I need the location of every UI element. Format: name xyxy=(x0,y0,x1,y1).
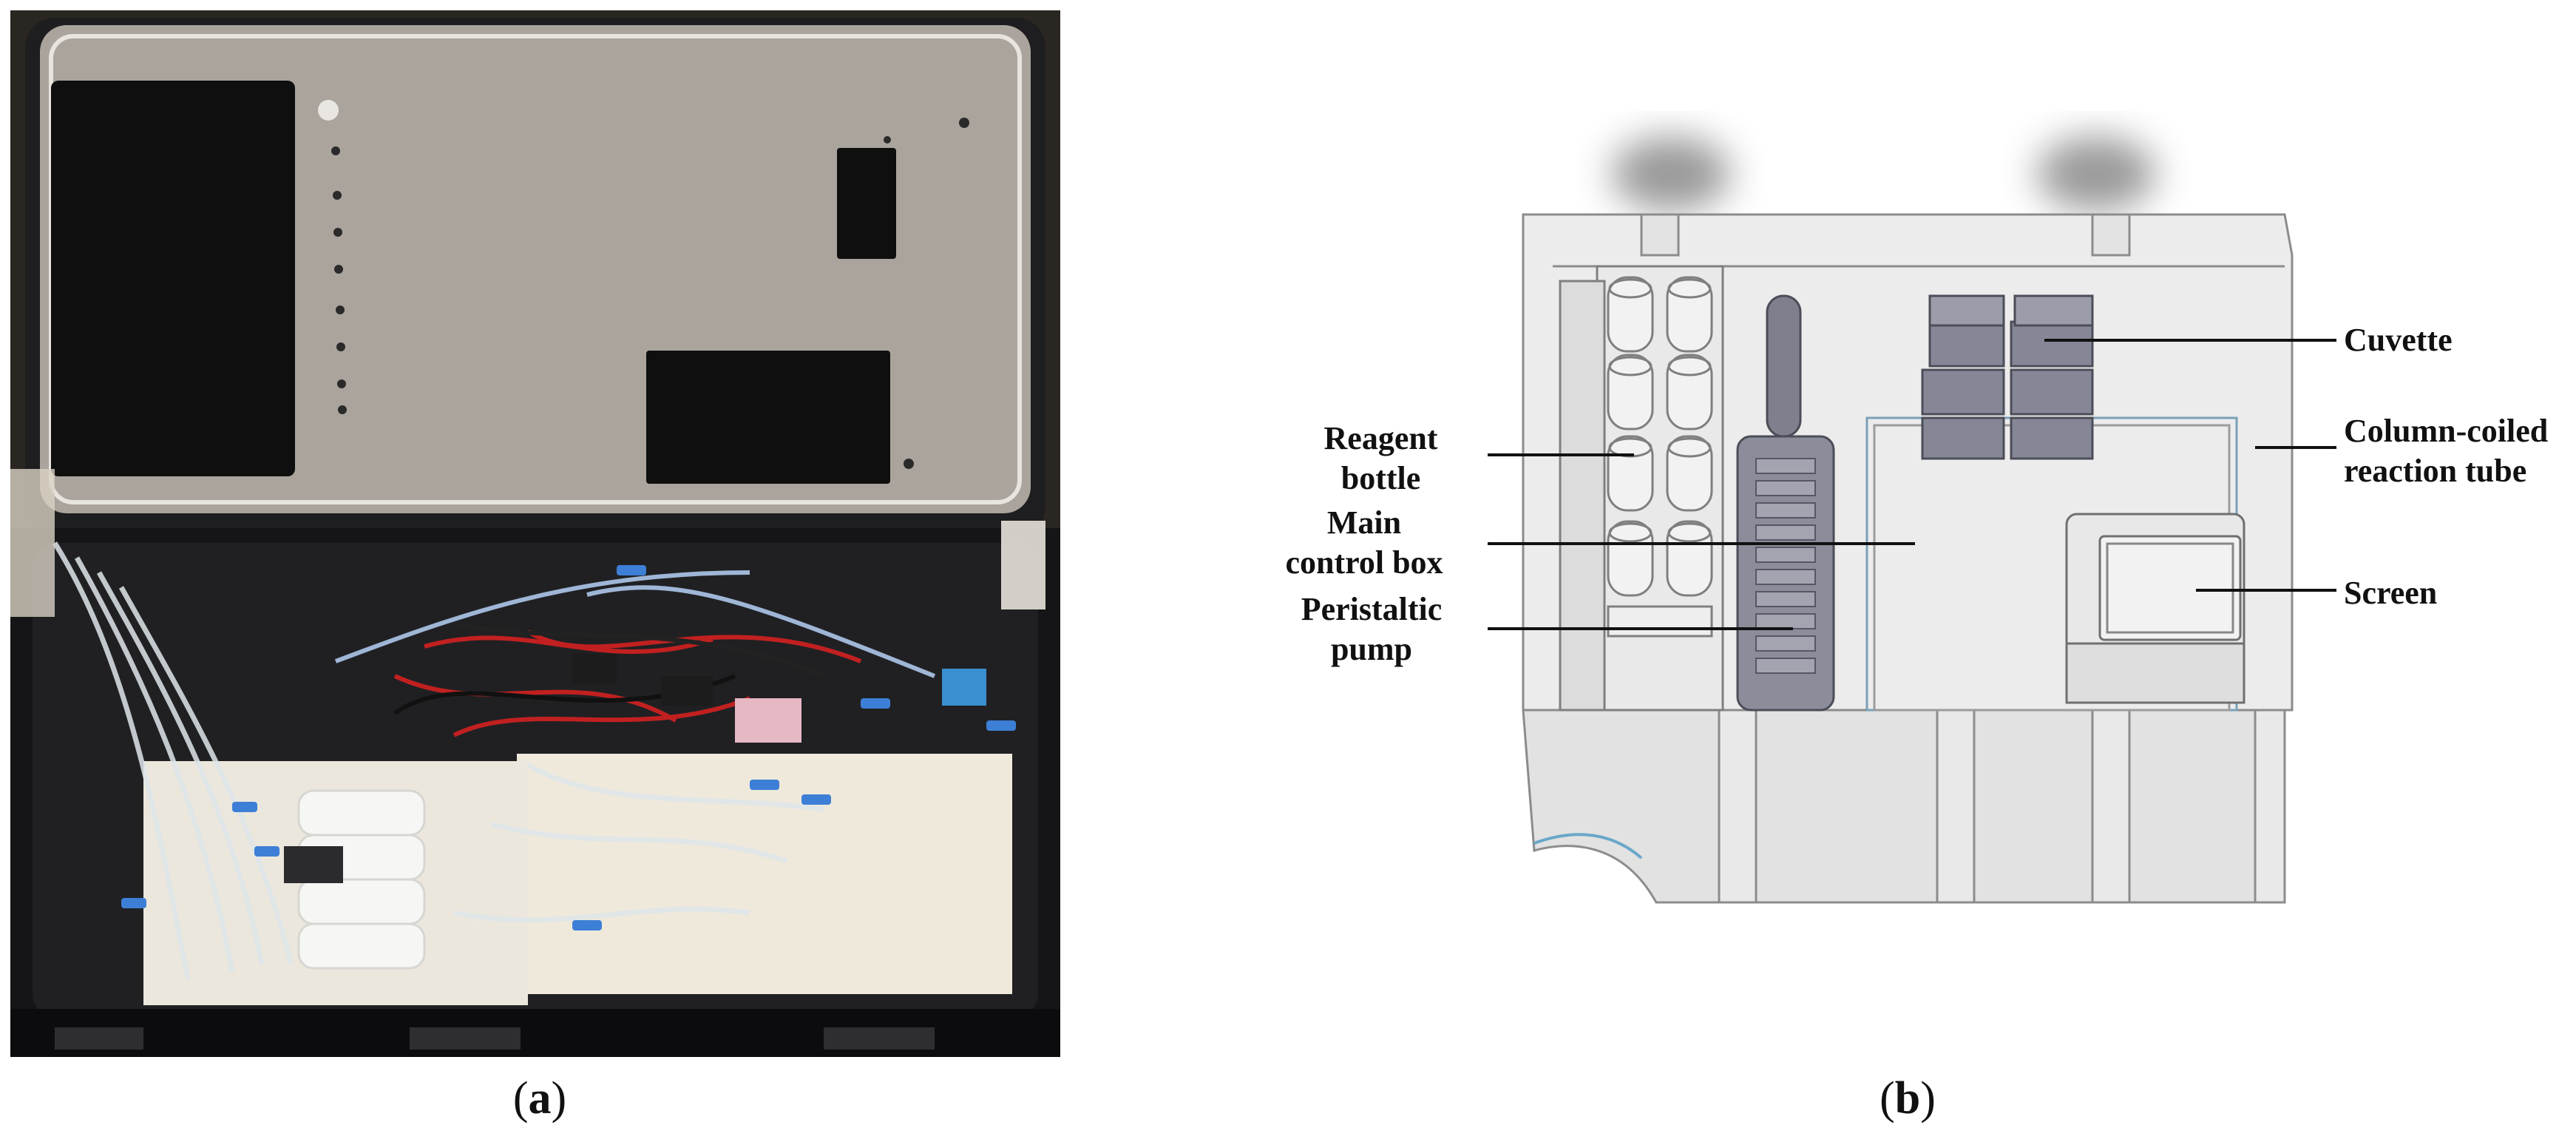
device-photo-illustration xyxy=(10,10,1060,1057)
caption-a-letter: a xyxy=(528,1073,552,1124)
label-screen-line1: Screen xyxy=(2344,575,2438,611)
wiring xyxy=(334,570,936,737)
label-main-control-box: Main control box xyxy=(1264,503,1464,583)
lid-cutout-screen xyxy=(646,351,890,484)
case-lid xyxy=(25,18,1045,536)
label-pump-line2: pump xyxy=(1330,631,1413,667)
tubing xyxy=(52,541,824,980)
label-column-line2: reaction tube xyxy=(2344,453,2527,489)
leader-lines xyxy=(1488,339,2336,630)
caption-a-close: ) xyxy=(551,1073,567,1124)
panel-b-cad xyxy=(1471,111,2576,962)
caption-b-open: ( xyxy=(1880,1073,1895,1124)
panel-a-photo xyxy=(10,10,1060,1057)
label-screen: Screen xyxy=(2344,573,2437,613)
pump-assembly xyxy=(143,761,528,1005)
caption-a-open: ( xyxy=(512,1073,529,1124)
label-main-line1: Main xyxy=(1326,504,1402,541)
caption-b-letter: b xyxy=(1894,1073,1921,1124)
caption-a: (a) xyxy=(466,1073,614,1125)
screen-unit xyxy=(2065,513,2245,704)
lid-cutout-left xyxy=(51,81,295,476)
cuvettes xyxy=(1921,294,2094,460)
label-cuvette-line1: Cuvette xyxy=(2344,322,2453,358)
label-reagent-line1: Reagent xyxy=(1323,420,1438,456)
label-column-line1: Column-coiled xyxy=(2344,413,2549,449)
mounting-plate xyxy=(517,754,1012,994)
label-peristaltic-pump: Peristaltic pump xyxy=(1279,590,1464,669)
reagent-rack xyxy=(1559,265,1724,712)
label-pump-line1: Peristaltic xyxy=(1301,591,1443,627)
peristaltic-pump xyxy=(1736,294,1835,712)
cad-rendering xyxy=(1488,137,2336,904)
lid-cutout-small xyxy=(837,148,896,259)
caption-b: (b) xyxy=(1834,1073,1982,1125)
label-main-line2: control box xyxy=(1285,544,1443,581)
label-reagent-line2: bottle xyxy=(1340,460,1421,496)
circuit-boards xyxy=(572,654,986,743)
blue-connectors xyxy=(121,565,1016,930)
caption-b-close: ) xyxy=(1920,1073,1936,1124)
label-reagent-bottle: Reagent bottle xyxy=(1298,419,1464,499)
label-cuvette: Cuvette xyxy=(2344,320,2453,360)
label-column-coiled: Column-coiled reaction tube xyxy=(2344,411,2548,491)
